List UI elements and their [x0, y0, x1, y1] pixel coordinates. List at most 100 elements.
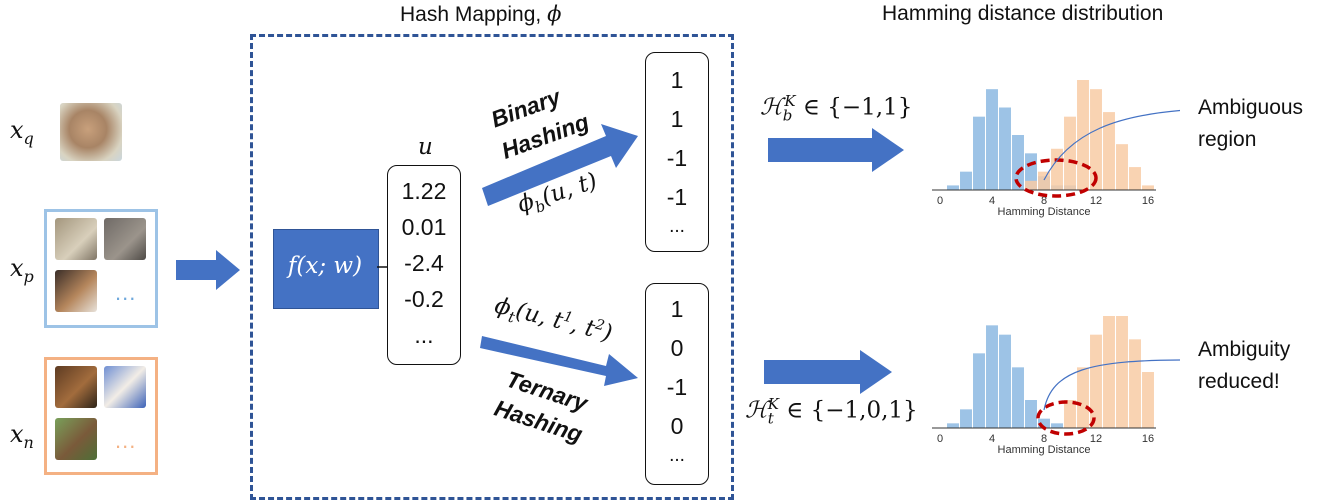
histogram-bar-positive	[973, 116, 985, 190]
u-value: -2.4	[404, 250, 444, 276]
query-cat-image	[60, 103, 122, 161]
ternary-code-vector: 1 0 -1 0 ...	[645, 283, 709, 485]
histogram-bar-positive	[1012, 367, 1024, 428]
histogram-tick-label: 8	[1041, 433, 1047, 445]
histogram-x-label: Hamming Distance	[998, 206, 1091, 218]
binary-code-value: 1	[670, 67, 684, 93]
hamming-title: Hamming distance distribution	[882, 2, 1164, 25]
positive-set-ellipsis: ...	[115, 280, 137, 305]
positive-cat-image-3	[55, 270, 97, 312]
negative-dog-image-2	[104, 366, 146, 408]
histogram-bar-positive	[1012, 135, 1024, 190]
histogram-tick-label: 12	[1090, 433, 1102, 445]
ambiguity-ellipse	[1036, 400, 1096, 436]
ternary-code-value: -1	[666, 374, 688, 400]
histogram-bar-negative	[1103, 112, 1115, 190]
ternary-code-value: 0	[670, 413, 684, 439]
histogram-bar-positive	[960, 171, 972, 190]
network-box	[273, 229, 379, 309]
ambiguous-annotation: Ambiguous region	[1198, 92, 1303, 156]
network-label: f(x; w)	[287, 253, 363, 279]
positive-set-box	[44, 209, 158, 328]
histogram-bar-negative	[1103, 316, 1115, 428]
histogram-bar-negative	[1142, 372, 1154, 428]
input-arrow	[176, 250, 240, 290]
ternary-code-value: 1	[670, 296, 684, 322]
histogram-bar-negative	[1025, 180, 1037, 190]
ternary-code-space: ℋtK ∈ {−1,0,1}	[745, 395, 918, 428]
xq-label: xq	[10, 116, 34, 148]
negative-set-box	[44, 357, 158, 475]
negative-set-ellipsis: ...	[115, 428, 137, 453]
histogram-bar-positive	[973, 353, 985, 428]
u-vector: 1.22 0.01 -2.4 -0.2 ...	[387, 165, 461, 365]
reduced-annotation: Ambiguity reduced!	[1198, 334, 1290, 398]
ambiguity-ellipse	[1014, 158, 1098, 198]
histogram-bar-positive	[947, 423, 959, 428]
histogram-x-label: Hamming Distance	[998, 444, 1091, 456]
annotation-line: reduced!	[1198, 370, 1280, 393]
histogram-tick-label: 4	[989, 433, 995, 445]
histogram-bar-negative	[1129, 167, 1141, 190]
u-label: u	[418, 134, 433, 160]
annotation-line: region	[1198, 128, 1257, 151]
histogram-bar-negative	[1116, 316, 1128, 428]
histogram-tick-label: 8	[1041, 195, 1047, 207]
histogram-bar-positive	[986, 325, 998, 428]
u-value: 0.01	[401, 214, 447, 240]
phi-symbol: ϕ	[547, 2, 562, 26]
binary-code-value: ...	[669, 216, 685, 237]
ternary-result-arrow	[764, 350, 892, 394]
histogram-bar-negative	[1142, 185, 1154, 190]
u-value: ...	[414, 322, 434, 348]
positive-cat-image-2	[104, 218, 146, 260]
histogram-bar-negative	[1051, 148, 1063, 190]
histogram-bar-negative	[1064, 400, 1076, 428]
histogram-bar-negative	[1116, 144, 1128, 190]
annotation-line: Ambiguity	[1198, 338, 1291, 361]
annotation-line: Ambiguous	[1198, 96, 1304, 119]
xp-label: xp	[10, 254, 34, 286]
ternary-code-value: ...	[669, 445, 685, 466]
binary-result-arrow	[768, 128, 904, 172]
hash-mapping-title: Hash Mapping, ϕ	[400, 2, 561, 27]
binary-code-value: -1	[666, 184, 688, 210]
binary-hashing-arrow	[482, 124, 638, 206]
histogram-tick-label: 4	[989, 195, 995, 207]
annotation-pointer	[1043, 359, 1180, 411]
xn-label: xn	[10, 420, 34, 452]
ternary-code-value: 0	[670, 335, 684, 361]
u-value: -0.2	[404, 286, 444, 312]
histogram-bar-negative	[1090, 334, 1102, 428]
histogram-bar-negative	[1090, 89, 1102, 190]
histogram-bar-positive	[1038, 418, 1050, 428]
histogram-bar-negative	[1038, 171, 1050, 190]
histogram-tick-label: 16	[1142, 433, 1154, 445]
hash-mapping-box	[250, 34, 734, 500]
histogram-bar-positive	[986, 89, 998, 190]
binary-code-space: ℋbK ∈ {−1,1}	[760, 92, 913, 125]
histogram-bar-negative	[1129, 339, 1141, 428]
ternary-hashing-arrow	[480, 336, 638, 386]
histogram-bar-positive	[960, 409, 972, 428]
negative-horse-image	[55, 418, 97, 460]
histogram-bar-positive	[1051, 423, 1063, 428]
histogram-tick-label: 0	[937, 433, 943, 445]
binary-code-value: 1	[670, 106, 684, 132]
u-value: 1.22	[401, 178, 447, 204]
histogram-bar-positive	[1025, 400, 1037, 428]
annotation-pointer	[1043, 109, 1180, 181]
network-to-u-connector	[377, 266, 387, 268]
binary-code-vector: 1 1 -1 -1 ...	[645, 52, 709, 252]
histogram-bar-positive	[999, 107, 1011, 190]
histogram-bar-positive	[1025, 153, 1037, 190]
histogram-bar-negative	[1077, 80, 1089, 190]
histogram-bar-positive	[947, 185, 959, 190]
histogram-bar-negative	[1064, 116, 1076, 190]
positive-cat-image-1	[55, 218, 97, 260]
hash-mapping-title-text: Hash Mapping,	[400, 3, 548, 26]
histogram-tick-label: 16	[1142, 195, 1154, 207]
histogram-bar-positive	[999, 334, 1011, 428]
